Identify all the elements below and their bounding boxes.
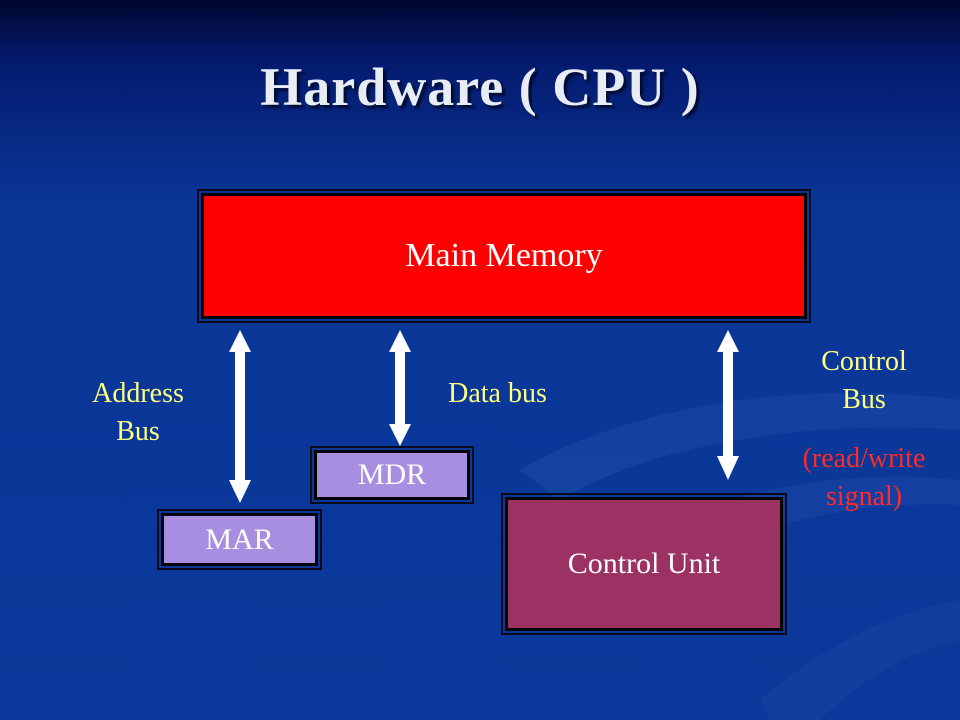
mdr-label: MDR — [357, 458, 427, 491]
mdr-box: MDR — [310, 446, 474, 504]
main-memory-label: Main Memory — [405, 237, 603, 274]
control-bus-arrow — [717, 330, 739, 480]
address-bus-line-1: Address — [92, 378, 184, 409]
data-bus-label: Data bus — [448, 378, 547, 409]
main-memory-box: Main Memory — [197, 189, 811, 323]
address-bus-line-2: Bus — [116, 416, 160, 447]
control-bus-line-1: Control — [821, 346, 907, 377]
control-bus-signal-label: (read/write signal) — [786, 440, 942, 516]
data-bus-arrow — [389, 330, 411, 446]
control-bus-label: Control Bus — [800, 343, 928, 419]
address-bus-arrow — [229, 330, 251, 503]
control-unit-box: Control Unit — [501, 493, 787, 635]
slide-title: Hardware ( CPU ) — [260, 57, 700, 117]
control-bus-line-2: Bus — [842, 384, 886, 415]
mar-label: MAR — [205, 522, 274, 556]
control-unit-label: Control Unit — [567, 547, 721, 580]
signal-line-2: signal) — [825, 481, 903, 512]
mar-box: MAR — [157, 509, 322, 570]
signal-line-1: (read/write — [802, 443, 926, 474]
address-bus-label: Address Bus — [78, 375, 198, 451]
